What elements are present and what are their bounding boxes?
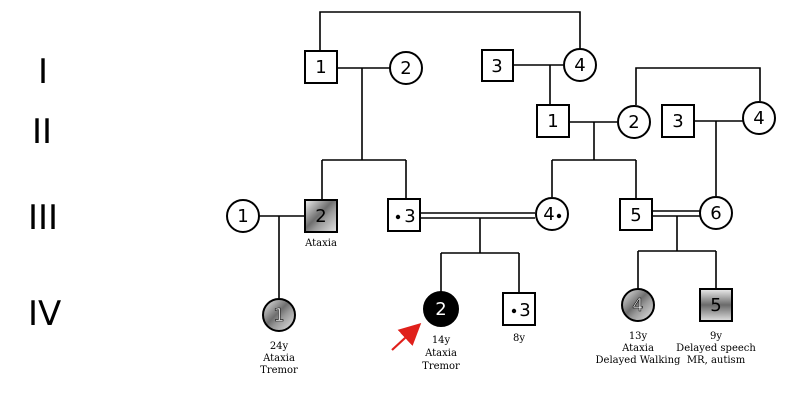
generation-label-ii: II [32,112,52,152]
proband-arrow [391,323,422,351]
individual-iv-1-label: 1 [273,305,284,326]
individual-i-1: 1 [304,50,338,84]
individual-iii-4-label: 4 [543,204,554,225]
individual-iv-4-note-2: Delayed Walking [596,355,682,366]
individual-i-2-label: 2 [400,58,411,79]
carrier-dot [556,213,562,219]
individual-iv-4: 4 13y Ataxia Delayed Walking [596,288,682,366]
individual-ii-2: 2 [617,105,651,139]
generation-label-i: I [38,52,48,92]
individual-iv-4-label: 4 [632,295,643,316]
individual-i-1-label: 1 [315,57,326,78]
individual-iii-1: 1 [226,199,260,233]
individual-iv-4-note-1: Ataxia [621,343,654,354]
individual-i-4: 4 [563,48,597,82]
individual-iii-6-label: 6 [710,203,721,224]
carrier-dot [511,308,517,314]
individual-i-4-label: 4 [574,55,585,76]
individual-iii-5: 5 [619,198,653,231]
individual-iii-1-label: 1 [237,206,248,227]
individual-iv-3: 3 8y [502,292,536,344]
individual-ii-3-label: 3 [672,111,683,132]
individual-ii-1: 1 [536,104,570,138]
pedigree-lines [259,11,761,298]
individual-iv-3-note-age: 8y [513,333,525,344]
individual-iii-4: 4 [535,197,569,231]
individual-iv-1: 1 24y Ataxia Tremor [260,298,298,376]
individual-iv-5-note-age: 9y [710,331,722,342]
individual-i-2: 2 [389,51,423,85]
individual-iv-2-label: 2 [435,299,446,320]
individual-iv-2-note-age: 14y [432,335,451,346]
individual-iv-2-note-1: Ataxia [424,348,457,359]
individual-iii-2-label: 2 [315,206,326,227]
generation-label-iv: IV [28,294,61,334]
individual-iv-2: 2 14y Ataxia Tremor [422,291,460,372]
individual-iv-3-label: 3 [519,300,530,321]
individual-iv-1-note-2: Tremor [260,365,298,376]
individual-iv-5: 5 9y Delayed speech MR, autism [676,288,756,366]
individual-iv-5-note-2: MR, autism [687,355,746,366]
individual-ii-4-label: 4 [753,108,764,129]
individual-ii-4: 4 [742,101,776,135]
individual-iii-5-label: 5 [630,205,641,226]
individual-iv-4-note-age: 13y [629,331,648,342]
individual-iii-3: 3 [387,198,421,232]
individual-iii-6: 6 [699,196,733,230]
individual-iv-5-note-1: Delayed speech [676,343,756,354]
individual-i-3: 3 [481,49,514,82]
individual-iii-3-label: 3 [404,206,415,227]
individual-iv-2-note-2: Tremor [422,361,460,372]
individual-ii-3: 3 [661,104,695,138]
individual-ii-1-label: 1 [547,111,558,132]
individual-ii-2-label: 2 [628,112,639,133]
carrier-dot [395,214,401,220]
individual-iv-5-label: 5 [710,295,721,316]
individual-iii-2-note: Ataxia [304,238,337,249]
individual-iii-2: 2 Ataxia [304,199,338,249]
individual-iv-1-note-1: Ataxia [262,353,295,364]
generation-label-iii: III [28,198,58,238]
individual-iv-1-note-age: 24y [270,341,289,352]
individual-i-3-label: 3 [491,56,502,77]
